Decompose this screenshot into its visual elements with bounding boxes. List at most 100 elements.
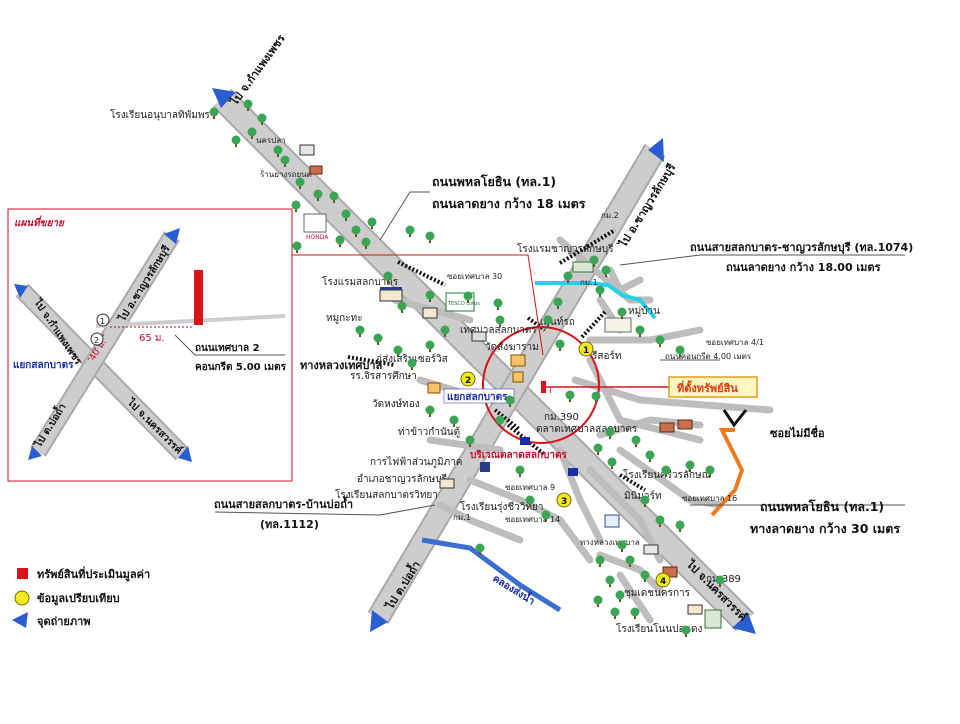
minimart-label: มินิมาร์ท xyxy=(624,490,662,502)
tree-icon xyxy=(595,285,605,297)
tree-icon xyxy=(617,540,627,552)
wat-hong-label: วัดหงษ์ทอง xyxy=(372,398,420,410)
subject-marker-label: I xyxy=(549,386,552,396)
direction-arrow-se xyxy=(732,613,756,634)
tree-icon xyxy=(601,265,611,277)
svg-text:ทรัพย์สินที่ประเมินมูลค่า: ทรัพย์สินที่ประเมินมูลค่า xyxy=(37,566,150,582)
tree-icon xyxy=(661,465,671,477)
tree-icon xyxy=(593,443,603,455)
nakhon-pla-label: นครปลา xyxy=(256,136,286,145)
tree-icon xyxy=(231,135,241,147)
building-icon xyxy=(704,609,722,629)
building-icon xyxy=(512,371,524,383)
tree-icon xyxy=(630,607,640,619)
phahon-bottom-surface: ทางลาดยาง กว้าง 30 เมตร xyxy=(750,521,900,536)
building-icon xyxy=(662,566,678,578)
canal xyxy=(421,537,562,613)
tree-icon xyxy=(631,435,641,447)
tree-icon xyxy=(593,595,603,607)
soi-4-1-surface: ถนนคอนกรีต 4.00 เมตร xyxy=(665,352,752,361)
rice-shop-label: ท่าข้าวกำนันตู้ xyxy=(398,426,460,438)
svg-text:HONDA: HONDA xyxy=(306,234,329,241)
tree-icon xyxy=(335,235,345,247)
cyan-road xyxy=(535,281,657,320)
market-label: ตลาดเทศบาลสลกบาตร xyxy=(536,424,638,435)
unnamed-soi-road xyxy=(710,428,745,517)
mu-kratha-label: หมูกะทะ xyxy=(326,313,363,324)
tree-icon xyxy=(425,231,435,243)
tree-icon xyxy=(475,543,485,555)
inset-photo-point-2[interactable]: 2 xyxy=(90,332,104,346)
building-icon xyxy=(439,478,455,489)
tree-icon xyxy=(655,335,665,347)
tree-icon xyxy=(605,575,615,587)
subject-callout[interactable]: ที่ตั้งทรัพย์สิน xyxy=(668,376,758,398)
tree-icon xyxy=(541,510,551,522)
school-anuban-label: โรงเรียนอนุบาลทิพัมพร xyxy=(110,108,210,121)
tree-icon xyxy=(515,465,525,477)
direction-arrow-ne xyxy=(648,138,664,162)
subject-marker[interactable] xyxy=(541,381,546,393)
tree-icon xyxy=(465,435,475,447)
comparable-3[interactable]: 3 xyxy=(556,492,572,508)
svg-text:4: 4 xyxy=(660,577,666,587)
route-1074-name: ถนนสายสลกบาตร-ชาญวรลักษบุรี (ทล.1074) xyxy=(690,241,913,255)
tree-icon xyxy=(605,427,615,439)
inset-subject-parcel[interactable] xyxy=(194,270,203,325)
svg-text:1: 1 xyxy=(583,346,589,356)
svg-text:ข้อมูลเปรียบเทียบ: ข้อมูลเปรียบเทียบ xyxy=(37,592,120,606)
tree-icon xyxy=(291,200,301,212)
honda-sign: HONDA xyxy=(303,213,329,241)
route-1112-code: (ทล.1112) xyxy=(260,518,319,531)
tree-icon xyxy=(295,177,305,189)
tree-icon xyxy=(505,395,515,407)
tree-icon xyxy=(563,271,573,283)
building-icon xyxy=(687,604,703,615)
tree-icon xyxy=(313,189,323,201)
tree-icon xyxy=(705,465,715,477)
tree-icon xyxy=(407,358,417,370)
soi-30-label: ซอยเทศบาล 30 xyxy=(447,272,502,281)
tree-icon xyxy=(640,495,650,507)
direction-arrow-sw xyxy=(370,610,388,632)
soi-14-label: ซอยเทศบาล 14 xyxy=(505,515,560,524)
tree-icon xyxy=(273,145,283,157)
tree-icon xyxy=(555,339,565,351)
soi-16-label: ซอยเทศบาล 16 xyxy=(682,494,737,503)
cooperative-label: ชุมเดชนครการ xyxy=(624,588,691,599)
tree-icon xyxy=(495,415,505,427)
building-icon xyxy=(604,317,632,333)
store-label: ร้านยางรถยนต์ xyxy=(260,169,312,179)
soi-noname-label: ซอยไม่มีชื่อ xyxy=(770,425,825,440)
tang-luang-tes-label: ทางหลวงเทศบาล xyxy=(580,538,640,547)
inset-photo-point-1[interactable]: 1 xyxy=(96,313,110,327)
svg-text:2: 2 xyxy=(94,336,99,345)
building-icon xyxy=(568,468,578,476)
building-icon xyxy=(471,331,487,342)
tree-icon xyxy=(610,607,620,619)
tree-icon xyxy=(425,340,435,352)
tree-icon xyxy=(681,625,691,637)
tree-icon xyxy=(329,191,339,203)
building-icon xyxy=(427,382,441,394)
tree-icon xyxy=(625,555,635,567)
comparable-1[interactable]: 1 xyxy=(578,341,594,357)
comparable-4[interactable]: 4 xyxy=(655,572,671,588)
village-label: หมู่บ้าน xyxy=(628,305,660,317)
building-icon xyxy=(677,419,693,430)
route-1112-name: ถนนสายสลกบาตร-บ้านบ่อถ้ำ xyxy=(214,496,353,511)
tree-icon xyxy=(589,255,599,267)
tree-icon xyxy=(685,460,695,472)
tree-icon xyxy=(247,127,257,139)
tree-icon xyxy=(280,155,290,167)
tree-icon xyxy=(405,225,415,237)
tesco-sign: TESCO Lotus xyxy=(445,292,480,312)
comparable-2[interactable]: 2 xyxy=(460,371,476,387)
inset-map: แผนที่ขยาย 65 ม. 40 ม. 1 2 ถนนเทศบาล 2 ค… xyxy=(7,208,293,482)
tree-icon xyxy=(675,345,685,357)
tree-icon xyxy=(635,325,645,337)
tree-icon xyxy=(449,415,459,427)
building-icon xyxy=(422,307,438,319)
inset-lane-name: ถนนเทศบาล 2 xyxy=(195,343,260,354)
soi-4-1-label: ซอยเทศบาล 4/1 xyxy=(706,338,764,347)
